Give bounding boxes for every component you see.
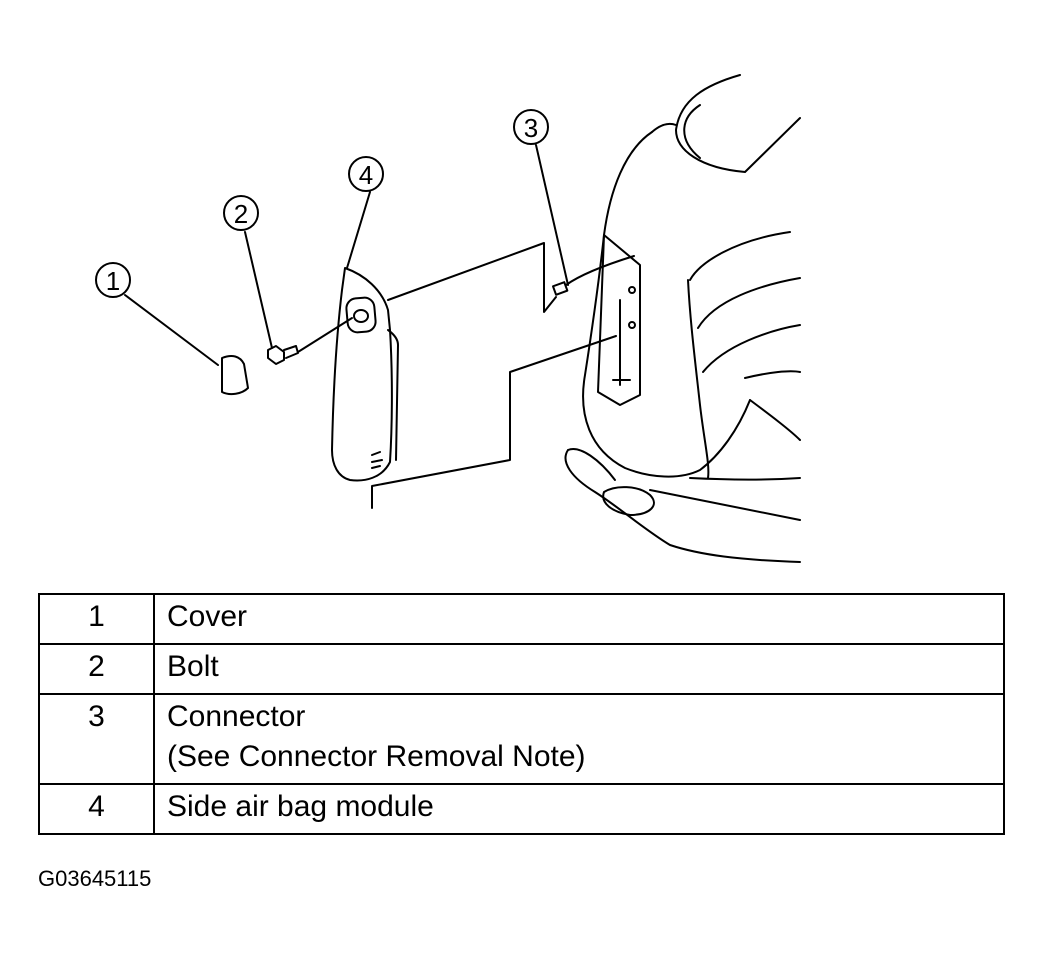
part-description-line: Side air bag module [167,790,434,823]
part-description-line: Cover [167,600,248,633]
part-description-note: (See Connector Removal Note) [167,740,586,773]
part-description: Connector (See Connector Removal Note) [153,693,1005,785]
part-number: 4 [38,783,155,835]
part-description-line: Bolt [167,650,219,683]
part-description: Cover [153,593,1005,645]
table-row: 3 Connector (See Connector Removal Note) [38,693,1005,785]
reference-bracket-lines [371,242,617,509]
part-number: 3 [38,693,155,785]
table-row: 1 Cover [38,593,1005,645]
part-description-line: Connector [167,700,306,733]
part-description: Bolt [153,643,1005,695]
callout-1-label: 1 [106,266,120,296]
callout-4-label: 4 [359,160,373,190]
leader-lines [124,144,569,366]
side-air-bag-module-illustration [331,267,399,482]
seat-illustration [564,74,801,563]
callout-3-label: 3 [524,113,538,143]
figure-id: G03645115 [38,866,152,891]
callout-2-label: 2 [234,199,248,229]
parts-legend-table: 1 Cover 2 Bolt 3 Connector (See Connecto… [38,593,1005,835]
cover-illustration [221,355,249,396]
callout-1-circle [95,262,131,298]
part-description: Side air bag module [153,783,1005,835]
connector-illustration [551,255,635,296]
callout-3-circle [513,109,549,145]
bolt-illustration [267,345,299,365]
part-number: 2 [38,643,155,695]
callout-4-circle [348,156,384,192]
exploded-view-diagram: 1 2 3 4 [95,74,801,563]
table-row: 2 Bolt [38,643,1005,695]
part-number: 1 [38,593,155,645]
table-row: 4 Side air bag module [38,783,1005,835]
callout-2-circle [223,195,259,231]
